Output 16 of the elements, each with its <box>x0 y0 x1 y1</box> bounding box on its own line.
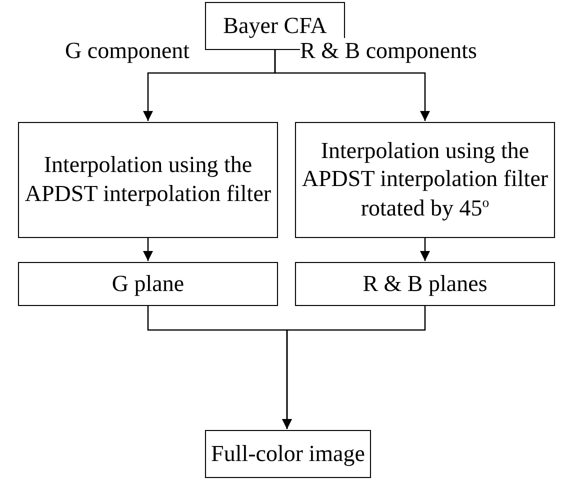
arrow <box>143 237 153 261</box>
box-text: G plane <box>110 270 186 298</box>
box-text: Interpolation using the APDST interpolation filter <box>24 151 272 208</box>
box-text: Bayer CFA <box>222 12 328 40</box>
output-box <box>295 262 555 306</box>
edge-label: R & B components <box>300 38 477 64</box>
process-box <box>295 122 555 238</box>
process-box <box>18 122 278 238</box>
output-box <box>18 262 278 306</box>
arrow <box>420 237 430 261</box>
box-text: R & B planes <box>362 270 488 298</box>
box-text: Full-color image <box>210 440 366 468</box>
box-text: Interpolation using the APDST interpolation filter rotated by 45$^{o}$ <box>300 136 550 223</box>
result-box <box>205 430 371 478</box>
arrow <box>274 50 430 121</box>
arrow <box>282 306 426 429</box>
